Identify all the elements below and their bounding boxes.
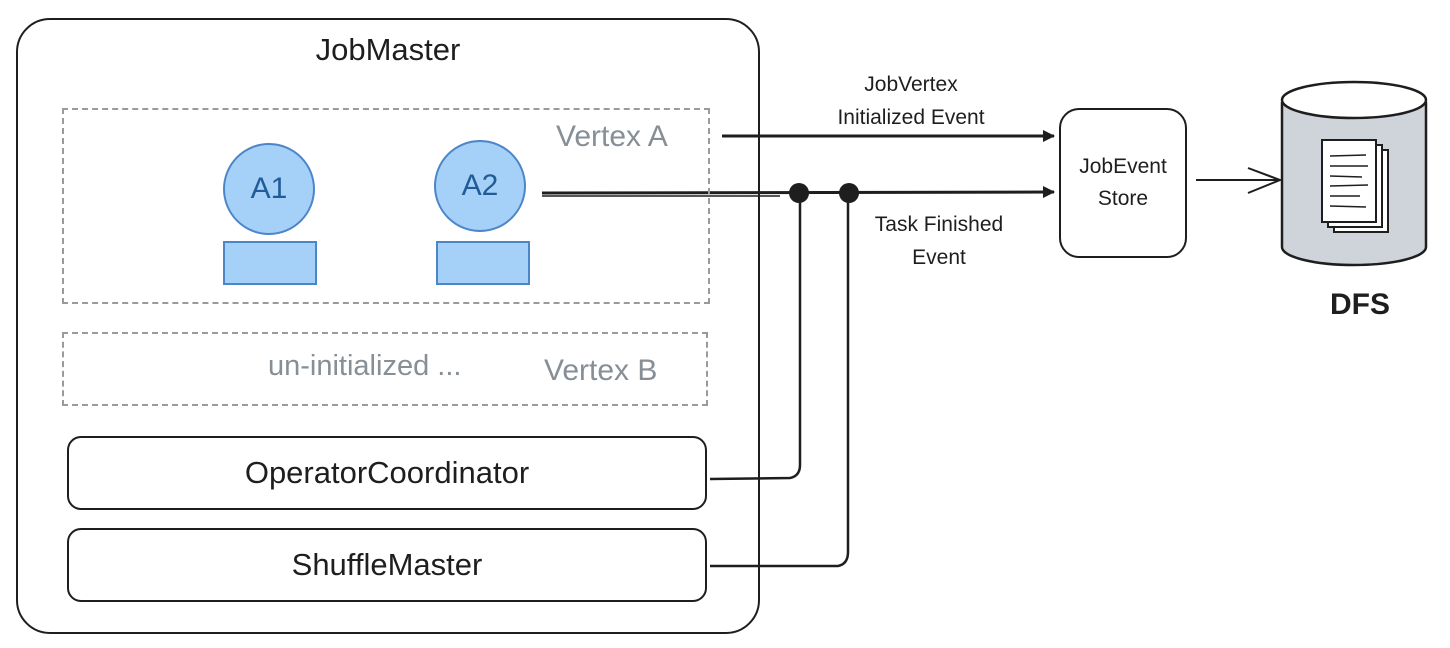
vertex-a-region (62, 108, 710, 304)
task-a1-node: A1 (223, 143, 315, 235)
jobevent-store-box: JobEvent Store (1059, 108, 1187, 258)
vertex-a-label: Vertex A (556, 120, 668, 153)
shuffle-connector (710, 193, 850, 568)
vertex-b-status: un-initialized ... (268, 350, 462, 382)
vertex-initialized-event-label: JobVertex Initialized Event (837, 73, 985, 129)
jobmaster-container (16, 18, 760, 634)
task-a1-block (223, 241, 317, 285)
task-finished-event-label: Task Finished Event (874, 213, 1004, 269)
junction-dot (839, 183, 859, 203)
junction-dot (789, 183, 809, 203)
vertex-b-label: Vertex B (544, 354, 658, 387)
coordinator-connector (709, 193, 802, 481)
jobmaster-title: JobMaster (315, 32, 461, 67)
document-stack-icon (1321, 139, 1389, 233)
task-a2-node: A2 (434, 140, 526, 232)
task-a2-block (436, 241, 530, 285)
dfs-label: DFS (1330, 288, 1390, 321)
vertex-b-region (62, 332, 708, 406)
operator-coordinator-box: OperatorCoordinator (67, 436, 707, 510)
shuffle-master-box: ShuffleMaster (67, 528, 707, 602)
